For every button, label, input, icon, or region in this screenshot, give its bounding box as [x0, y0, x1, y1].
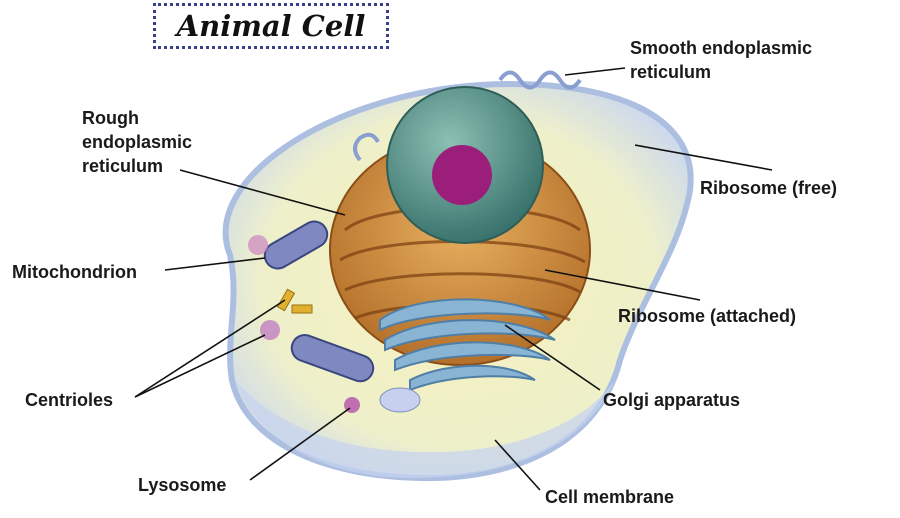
label-line: reticulum — [630, 62, 712, 82]
label-centrioles: Centrioles — [25, 390, 114, 410]
label-golgi: Golgi apparatus — [603, 390, 741, 410]
vesicle — [260, 320, 280, 340]
vesicle — [248, 235, 268, 255]
golgi-apparatus — [379, 298, 556, 392]
label-lysosome: Lysosome — [138, 475, 227, 495]
centrioles — [276, 288, 313, 314]
label-ribosome-attached: Ribosome (attached) — [618, 306, 797, 326]
label-mitochondrion: Mitochondrion — [12, 262, 137, 282]
label-rough-er: Rough endoplasmic reticulum — [82, 106, 192, 178]
vacuole — [379, 387, 421, 413]
label-line: endoplasmic — [82, 132, 193, 152]
cell-base — [235, 380, 615, 479]
leader-lines — [134, 67, 773, 491]
mitochondria — [263, 220, 375, 383]
label-smooth-er: Smooth endoplasmic reticulum — [630, 36, 812, 84]
smooth-er — [353, 70, 582, 162]
page-title: Animal Cell — [176, 9, 366, 43]
nucleolus — [432, 145, 492, 205]
label-cell-membrane: Cell membrane — [545, 487, 675, 507]
label-line: reticulum — [82, 156, 164, 176]
label-ribosome-free: Ribosome (free) — [700, 178, 838, 198]
label-line: Smooth endoplasmic — [630, 38, 813, 58]
label-line: Rough — [82, 108, 139, 128]
title-box: Animal Cell — [153, 3, 389, 49]
